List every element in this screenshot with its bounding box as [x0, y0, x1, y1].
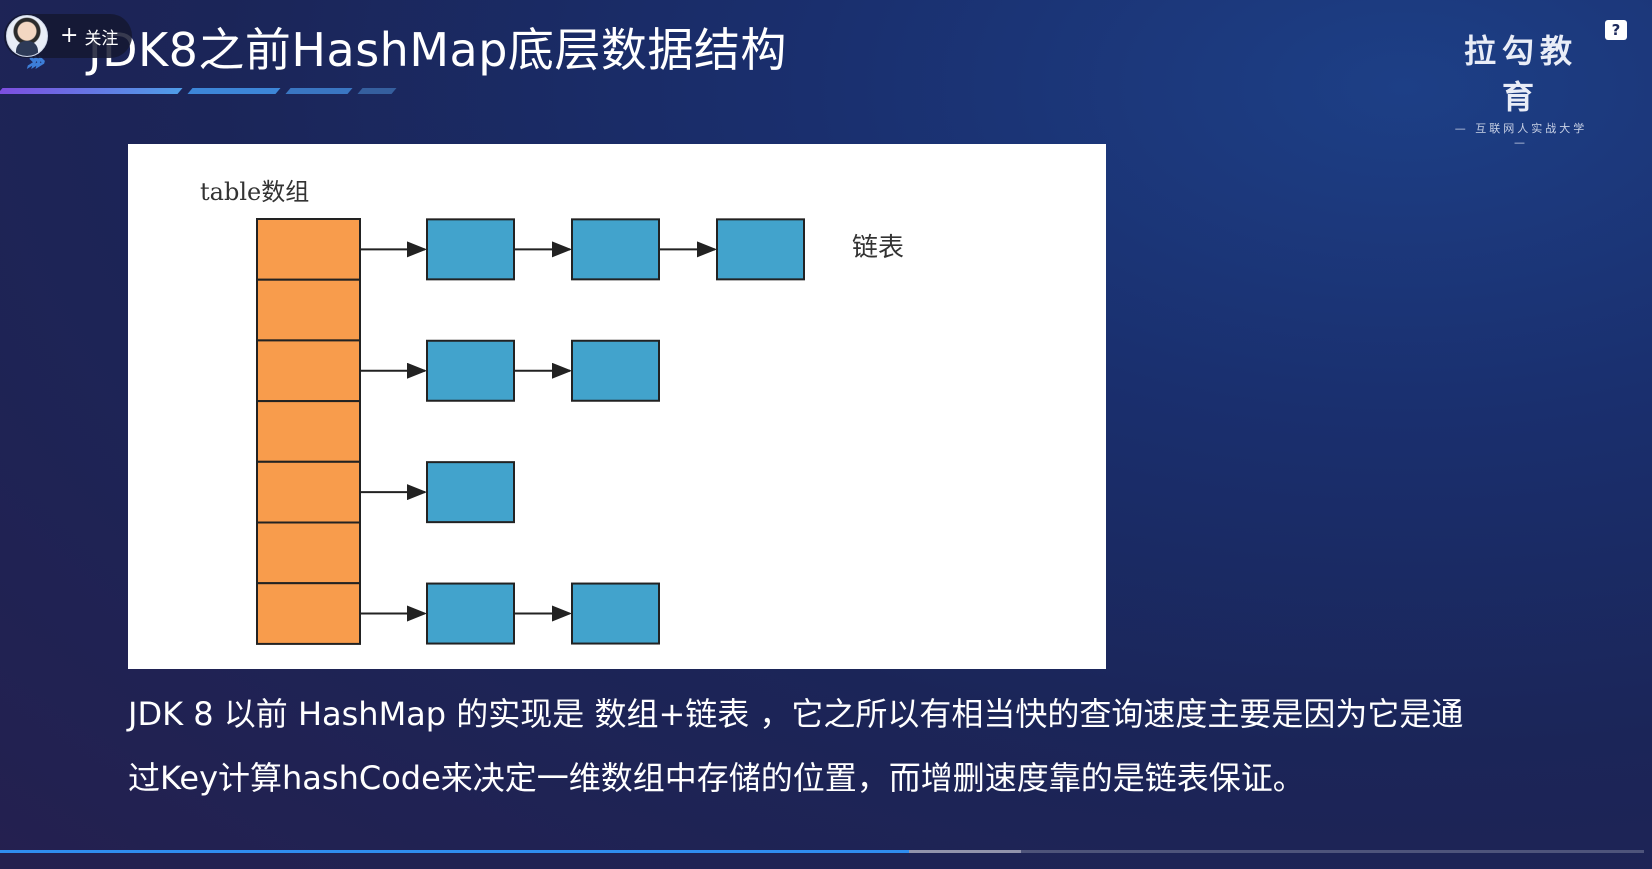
help-icon[interactable]: ? — [1605, 20, 1627, 40]
avatar[interactable] — [6, 15, 48, 57]
array-cell — [256, 521, 361, 585]
brand-subtitle: — 互联网人实战大学 — — [1454, 122, 1588, 149]
list-node — [426, 461, 515, 524]
table-array-label: table数组 — [200, 178, 309, 206]
follow-label: 关注 — [84, 28, 119, 49]
list-node — [571, 339, 660, 402]
array-cell — [256, 460, 361, 524]
array-cell — [256, 400, 361, 463]
list-node — [571, 582, 660, 645]
array-cell — [256, 339, 361, 403]
follow-button[interactable]: + 关注 — [4, 14, 132, 58]
brand-name: 拉勾教育 — [1463, 32, 1578, 116]
page-title: JDK8之前HashMap底层数据结构 — [88, 23, 787, 77]
list-node — [426, 339, 515, 402]
progress-played — [0, 850, 910, 853]
hashmap-diagram: table数组 链表 — [128, 144, 1106, 669]
list-node — [426, 218, 515, 281]
list-node — [571, 218, 660, 281]
linked-list-label: 链表 — [852, 233, 904, 263]
video-progress-bar[interactable] — [0, 850, 1644, 853]
list-node — [716, 218, 805, 281]
array-cell — [256, 582, 361, 645]
caption-line-1: JDK 8 以前 HashMap 的实现是 数组+链表 ，它之所以有相当快的查询… — [128, 695, 1464, 733]
hashmap-diagram-svg: table数组 链表 — [200, 178, 904, 645]
list-node — [426, 582, 515, 645]
brand-logo: 拉勾教育 — 互联网人实战大学 — — [1446, 26, 1596, 149]
array-cell — [256, 218, 361, 281]
caption-line-2: 过Key计算hashCode来决定一维数组中存储的位置，而增删速度靠的是链表保证… — [128, 759, 1305, 797]
plus-icon: + — [60, 23, 79, 48]
caption-text: JDK 8 以前 HashMap 的实现是 数组+链表 ，它之所以有相当快的查询… — [128, 682, 1588, 810]
array-cell — [256, 278, 361, 342]
